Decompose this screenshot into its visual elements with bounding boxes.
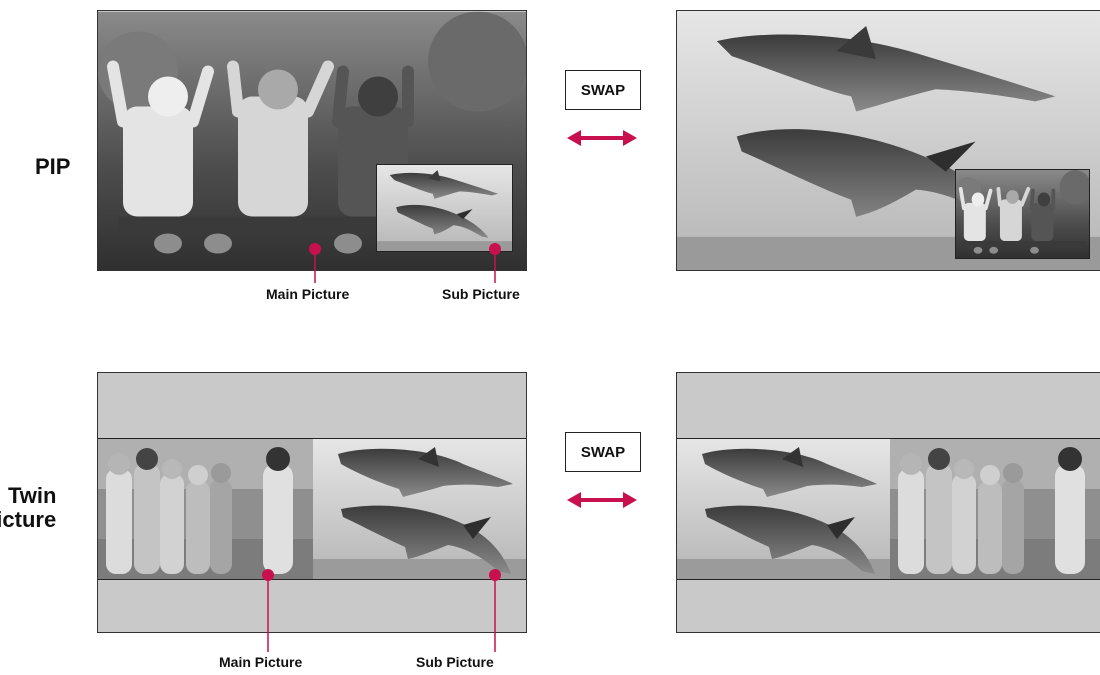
kids-scene-image xyxy=(890,439,1100,579)
twin-main-picture xyxy=(98,438,314,580)
pip-main-picture-frame xyxy=(97,10,527,271)
twin-swapped-right xyxy=(890,438,1100,580)
swap-label: SWAP xyxy=(580,443,626,461)
twin-swap-button[interactable]: SWAP xyxy=(565,432,641,472)
twin-callout-lines xyxy=(262,569,501,652)
kids-scene-image xyxy=(98,439,313,579)
twin-swapped-left xyxy=(677,438,891,580)
swap-label: SWAP xyxy=(580,81,626,99)
twin-row-label: Twin icture xyxy=(0,483,57,532)
pip-row-label: PIP xyxy=(35,154,71,179)
twin-sub-picture-label: Sub Picture xyxy=(416,654,494,670)
dolphin-scene-image xyxy=(313,439,526,579)
park-scene-image xyxy=(956,170,1090,259)
pip-callout-lines xyxy=(309,243,501,283)
twin-main-frame xyxy=(97,372,527,633)
pip-swapped-sub-inset xyxy=(955,169,1090,259)
pip-swap-button[interactable]: SWAP xyxy=(565,70,641,110)
pip-main-picture-label: Main Picture xyxy=(266,286,350,302)
pip-swapped-frame xyxy=(676,10,1100,271)
pip-sub-picture-inset xyxy=(376,164,513,252)
swap-arrow-icon xyxy=(567,492,637,508)
swap-arrow-icon xyxy=(567,130,637,146)
dolphin-scene-image xyxy=(677,439,890,579)
twin-main-picture-label: Main Picture xyxy=(219,654,303,670)
pip-sub-picture-label: Sub Picture xyxy=(442,286,520,302)
twin-sub-picture xyxy=(313,438,526,580)
twin-swapped-frame xyxy=(676,372,1100,633)
